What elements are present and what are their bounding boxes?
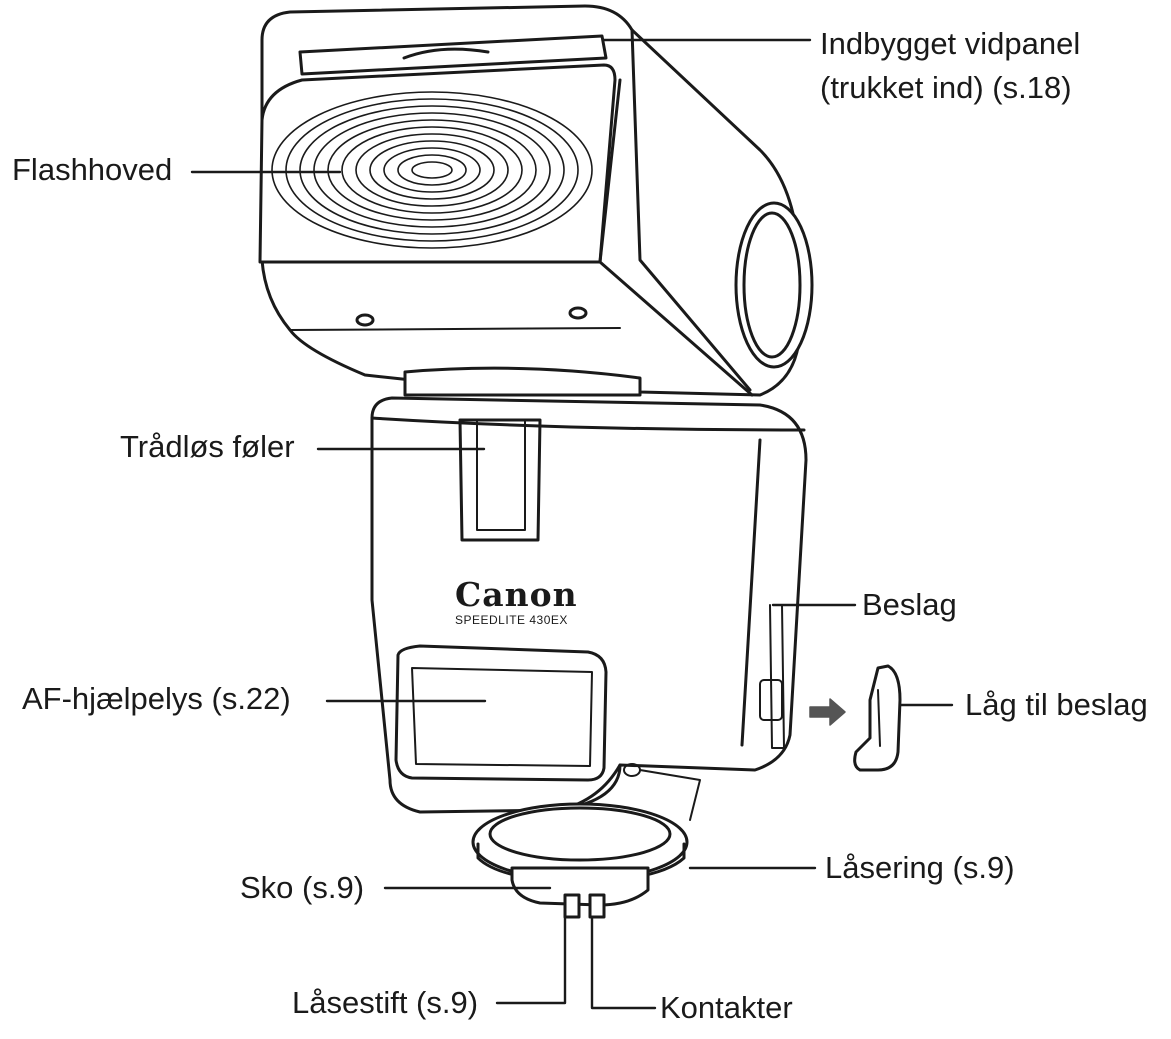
shoe-shape bbox=[510, 866, 650, 919]
bracket-cover-shape bbox=[853, 664, 902, 772]
arrow-icon bbox=[809, 698, 846, 726]
leader-lines bbox=[190, 38, 954, 1010]
label-panel-line2: (trukket ind) (s.18) bbox=[820, 70, 1072, 105]
flash-body bbox=[370, 396, 808, 821]
label-bracket: Beslag bbox=[862, 587, 957, 622]
label-contacts: Kontakter bbox=[660, 990, 793, 1025]
label-flash-head: Flashhoved bbox=[12, 152, 173, 187]
label-wireless-sensor: Trådløs føler bbox=[120, 429, 295, 464]
brand-logo: Canon bbox=[455, 575, 578, 614]
label-af-assist: AF-hjælpelys (s.22) bbox=[22, 681, 291, 716]
flash-head-body bbox=[258, 4, 814, 397]
label-lock-ring: Låsering (s.9) bbox=[825, 850, 1015, 885]
label-panel-line1: Indbygget vidpanel bbox=[820, 26, 1081, 61]
label-lock-pin: Låsestift (s.9) bbox=[292, 985, 479, 1020]
model-name: SPEEDLITE 430EX bbox=[455, 613, 568, 627]
label-bracket-cover: Låg til beslag bbox=[965, 687, 1148, 722]
fresnel-lens bbox=[271, 91, 593, 249]
label-shoe: Sko (s.9) bbox=[240, 870, 365, 905]
